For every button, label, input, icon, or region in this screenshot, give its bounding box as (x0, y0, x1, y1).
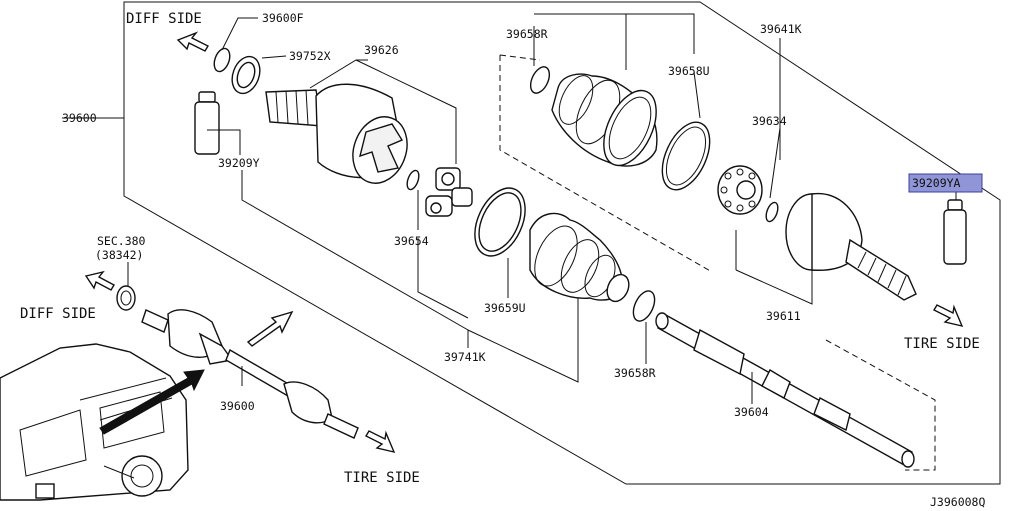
tire-side-right-arrow (933, 304, 964, 327)
vehicle-illustration (0, 343, 189, 501)
diff-side-top-arrow (176, 31, 209, 52)
outer-joint-housing (785, 192, 917, 301)
driveshaft-assembly (141, 309, 359, 439)
part-label-39634: 39634 (752, 114, 787, 128)
drive-shaft-39604 (655, 312, 915, 468)
part-label-39659u: 39659U (484, 301, 526, 315)
tire-side-bottom-arrow (365, 430, 396, 453)
tire-side-right-label: TIRE SIDE (904, 336, 980, 352)
part-label-39752x: 39752X (289, 49, 331, 63)
grease-tube-39209y (194, 91, 220, 155)
outer-boot (551, 73, 658, 167)
part-label-39209y: 39209Y (218, 156, 260, 170)
snap-ring-39600f (213, 47, 231, 73)
part-label-39209ya-highlight[interactable]: 39209YA (908, 173, 983, 193)
part-label-39658r-top: 39658R (506, 27, 548, 41)
circlip-39634 (765, 201, 779, 223)
diff-side-left-label: DIFF SIDE (20, 306, 96, 322)
diff-side-top-label: DIFF SIDE (126, 11, 202, 27)
small-clamp-39658r-bottom (632, 290, 656, 322)
boot-clamp-39658u (661, 121, 711, 191)
inner-boot (529, 212, 630, 303)
sec-380-ref-label: (38342) (95, 248, 143, 262)
tripod-spider (425, 167, 473, 217)
boot-group-outline (499, 55, 713, 273)
shaft-group-outline (825, 339, 936, 471)
part-label-39600-frame: 39600 (62, 111, 97, 125)
part-label-39604: 39604 (734, 405, 769, 419)
part-label-39658u: 39658U (668, 64, 710, 78)
part-label-39626: 39626 (364, 43, 399, 57)
part-label-39209ya: 39209YA (912, 176, 961, 190)
drawing-code: J396008Q (930, 495, 985, 509)
seal-39752x (231, 55, 261, 95)
part-label-39741k: 39741K (444, 350, 486, 364)
part-label-39600-shaft: 39600 (220, 399, 255, 413)
location-arrow (99, 369, 205, 435)
joint-housing-39626 (265, 83, 408, 184)
inner-race-39611 (717, 165, 763, 215)
small-clamp-39658r-top (529, 66, 551, 94)
part-label-39641k: 39641K (760, 22, 802, 36)
boot-clamp-39659u (474, 187, 526, 257)
snap-ring-39654 (406, 169, 420, 191)
grease-tube-39209ya (943, 199, 967, 265)
tire-side-bottom-label: TIRE SIDE (344, 470, 420, 486)
diff-side-left-arrow (84, 270, 115, 291)
part-label-39611: 39611 (766, 309, 801, 323)
part-label-39600f: 39600F (262, 11, 304, 25)
diff-seal (116, 285, 136, 311)
sec-380-label: SEC.380 (97, 234, 146, 248)
part-label-39658r-bottom: 39658R (614, 366, 656, 380)
parts-frame (123, 1, 1001, 485)
part-label-39654: 39654 (394, 234, 429, 248)
install-arrow (246, 310, 294, 347)
